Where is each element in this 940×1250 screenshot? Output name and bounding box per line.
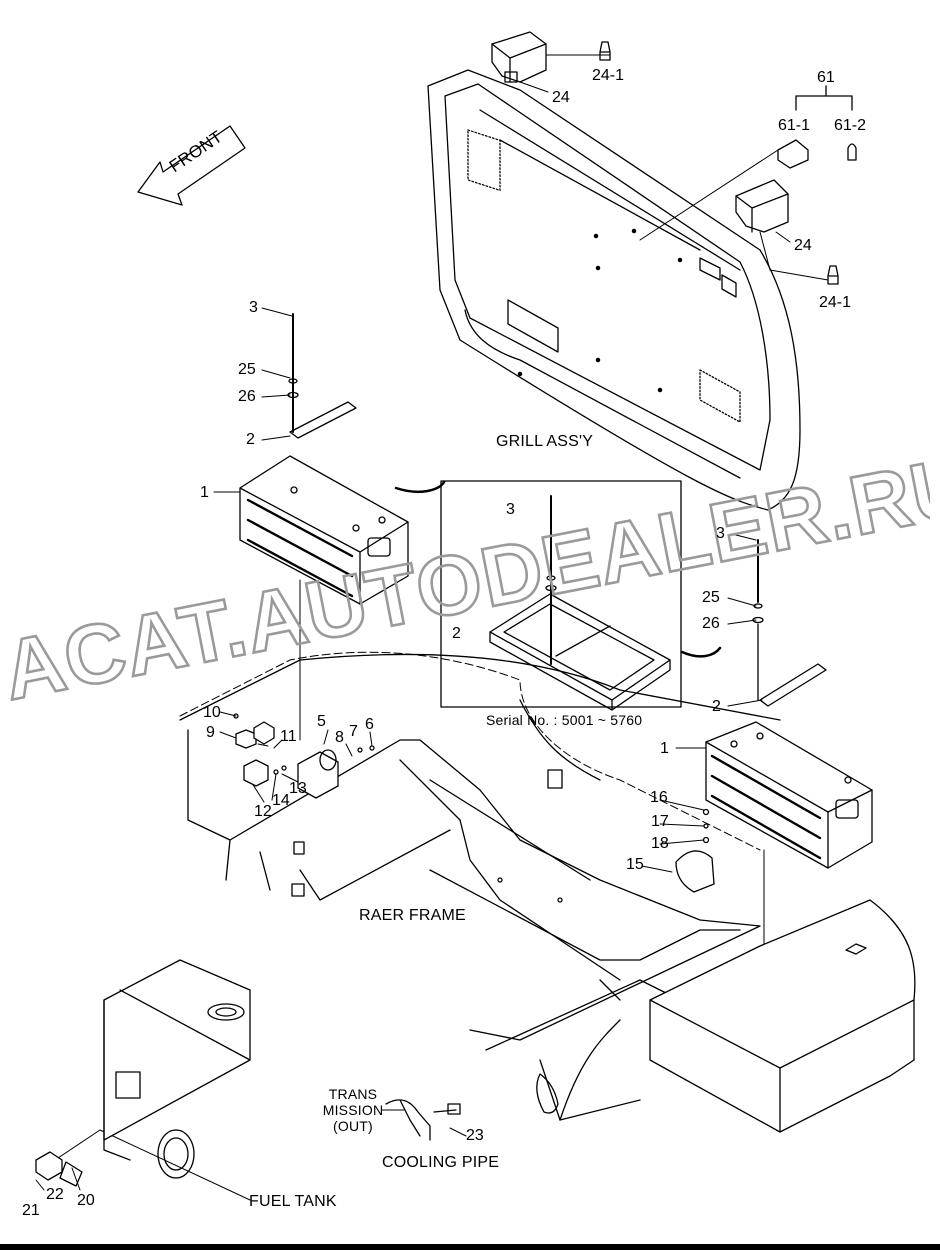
hold-down-bolt-left xyxy=(287,313,357,439)
callout-23: 23 xyxy=(466,1127,484,1144)
cooling-pipe xyxy=(385,1099,461,1141)
caption-trans-line-3: (OUT) xyxy=(333,1118,373,1134)
callout-14: 14 xyxy=(272,792,290,809)
callout-61-1: 61-1 xyxy=(778,117,811,134)
callout-24-1: 24-1 xyxy=(592,67,625,84)
caption-trans-line-1: TRANS xyxy=(328,1086,378,1102)
callout-3-inset: 3 xyxy=(506,501,515,518)
callout-9: 9 xyxy=(206,724,215,741)
relay-component-9 xyxy=(235,729,257,749)
caption-trans-line-2: MISSION xyxy=(322,1102,384,1118)
callout-13: 13 xyxy=(289,780,307,797)
caption-cooling-pipe: COOLING PIPE xyxy=(382,1154,500,1171)
caption-transmission-out: TRANS MISSION (OUT) xyxy=(318,1086,388,1134)
callout-11: 11 xyxy=(280,728,297,745)
callout-3-right: 3 xyxy=(716,525,725,542)
callout-2-left: 2 xyxy=(246,431,255,448)
callout-12: 12 xyxy=(254,803,272,820)
serial-detail-inset xyxy=(440,480,682,711)
battery-left xyxy=(239,455,409,605)
rear-frame xyxy=(179,653,781,1121)
bulb-24-1-upper xyxy=(599,41,611,61)
part-61-bracket-line xyxy=(795,85,853,111)
callout-3-left: 3 xyxy=(249,299,258,316)
callout-8: 8 xyxy=(335,729,344,746)
callout-20: 20 xyxy=(77,1192,95,1209)
level-sensor-20-22 xyxy=(35,1151,83,1187)
callout-5: 5 xyxy=(317,713,326,730)
switch-component-5 xyxy=(297,749,339,799)
hold-down-bolt-right xyxy=(752,539,827,707)
fuel-tank xyxy=(103,959,251,1179)
callout-24-right: 24 xyxy=(794,237,812,254)
bulb-61-2 xyxy=(847,143,857,161)
battery-right xyxy=(705,721,873,869)
lamp-61-1 xyxy=(777,139,809,169)
callout-21: 21 xyxy=(22,1202,40,1219)
bottom-border-bar xyxy=(0,1244,940,1250)
caption-fuel-tank: FUEL TANK xyxy=(249,1193,337,1210)
callout-24-1-right: 24-1 xyxy=(819,294,852,311)
callout-26-right: 26 xyxy=(702,615,720,632)
small-parts xyxy=(233,713,710,844)
callout-18: 18 xyxy=(651,835,669,852)
callout-1-right: 1 xyxy=(660,740,669,757)
callout-7: 7 xyxy=(349,723,358,740)
callout-24: 24 xyxy=(552,89,570,106)
relay-component-12 xyxy=(243,759,269,787)
work-lamp-right xyxy=(735,179,789,233)
callout-26-left: 26 xyxy=(238,388,256,405)
callout-16: 16 xyxy=(650,789,668,806)
dashed-outline xyxy=(179,651,761,851)
grill-assembly xyxy=(427,69,801,511)
front-direction-arrow-icon xyxy=(137,125,246,206)
caption-serial-number: Serial No. : 5001 ~ 5760 xyxy=(486,712,643,728)
callout-25-right: 25 xyxy=(702,589,720,606)
callout-6: 6 xyxy=(365,716,374,733)
caption-rear-frame: RAER FRAME xyxy=(359,907,466,924)
tank-box-right xyxy=(649,899,916,1133)
fuse-component-11 xyxy=(253,721,275,745)
callout-2-inset: 2 xyxy=(452,625,461,642)
callout-25-left: 25 xyxy=(238,361,256,378)
work-lamp-upper xyxy=(491,31,547,83)
caption-grill-assy: GRILL ASS'Y xyxy=(496,433,594,450)
callout-22: 22 xyxy=(46,1186,64,1203)
callout-10: 10 xyxy=(203,704,221,721)
bulb-24-1-right xyxy=(827,265,839,285)
callout-15: 15 xyxy=(626,856,644,873)
horn-component-15 xyxy=(675,850,715,893)
callout-2-right: 2 xyxy=(712,698,721,715)
callout-1-left: 1 xyxy=(200,484,209,501)
callout-61-2: 61-2 xyxy=(834,117,867,134)
callout-17: 17 xyxy=(651,813,669,830)
callout-61: 61 xyxy=(817,69,835,86)
